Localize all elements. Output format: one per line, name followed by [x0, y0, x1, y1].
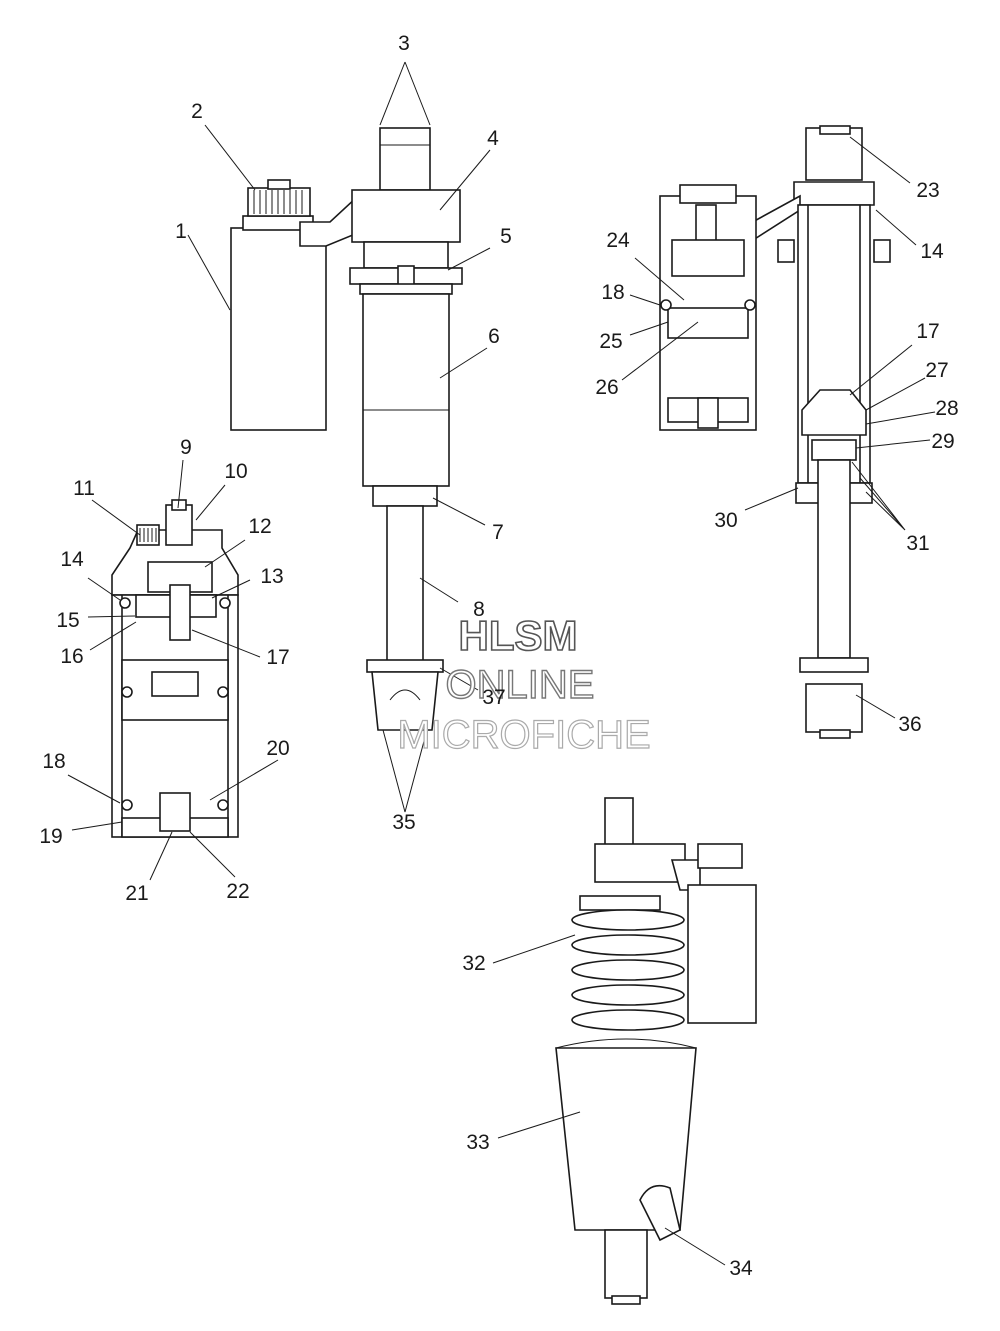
callout-13: 13: [260, 565, 283, 588]
shaft: [386, 505, 424, 663]
callout-18: 18: [42, 750, 65, 773]
body-head: [351, 189, 461, 243]
callout-8: 8: [473, 598, 485, 621]
reservoir-bottom: [687, 884, 757, 1024]
callout-37: 37: [482, 686, 505, 709]
watermark-line-3: MICROFICHE: [397, 713, 650, 757]
callout-28: 28: [935, 397, 958, 420]
callout-26: 26: [595, 376, 618, 399]
callout-2: 2: [191, 100, 203, 123]
coil-spring: [571, 909, 685, 1031]
shock-cross-section: [659, 125, 891, 739]
callout-22: 22: [226, 880, 249, 903]
leader-lines: [67, 61, 936, 1266]
callout-29: 29: [931, 430, 954, 453]
callout-10: 10: [224, 460, 247, 483]
callout-12: 12: [248, 515, 271, 538]
body-section: [797, 204, 871, 484]
callout-9: 9: [180, 436, 192, 459]
adjuster-knob: [247, 187, 311, 217]
valve-stem: [165, 504, 193, 546]
callout-4: 4: [487, 127, 499, 150]
callout-35: 35: [392, 811, 415, 834]
callout-3: 3: [398, 32, 410, 55]
callout-11: 11: [73, 477, 95, 500]
watermark: HLSM ONLINE MICROFICHE: [397, 611, 652, 757]
boot-cutaway: [639, 1184, 681, 1242]
top-eyelet-section: [805, 127, 863, 181]
callout-36: 36: [898, 713, 921, 736]
callout-25: 25: [599, 330, 622, 353]
callout-14: 14: [60, 548, 84, 571]
callout-15: 15: [56, 609, 79, 632]
callout-20: 20: [266, 737, 289, 760]
callout-18b: 18: [601, 281, 624, 304]
callout-14b: 14: [920, 240, 944, 263]
callout-5: 5: [500, 225, 512, 248]
shock-body: [362, 293, 450, 487]
preload-collar: [363, 241, 449, 269]
seal-nut: [372, 485, 438, 507]
callout-34: 34: [729, 1257, 753, 1280]
callout-33: 33: [466, 1131, 489, 1154]
top-eyelet: [379, 127, 431, 191]
callout-6: 6: [488, 325, 500, 348]
watermark-line-1: HLSM: [459, 612, 578, 659]
callout-27: 27: [925, 359, 948, 382]
shock-assembly-bottom: [555, 797, 757, 1305]
adjuster-knob-top: [267, 179, 291, 190]
callout-23: 23: [916, 179, 939, 202]
center-bolt: [169, 584, 191, 641]
bottom-eyelet-section: [805, 683, 863, 733]
callout-7: 7: [492, 521, 504, 544]
fill-valve: [159, 792, 191, 832]
callout-31: 31: [906, 532, 929, 555]
callout-32: 32: [462, 952, 485, 975]
callout-labels: 1 2 3 4 5 6 7 8 9 10 11 12 13 14 15 16 1…: [39, 32, 958, 1280]
reservoir-cross-section: [111, 499, 239, 838]
bottom-eyelet: [371, 671, 439, 731]
callout-17: 17: [266, 646, 289, 669]
callout-17b: 17: [916, 320, 939, 343]
callout-19: 19: [39, 825, 62, 848]
callout-21: 21: [125, 882, 148, 905]
watermark-line-2: ONLINE: [446, 663, 595, 707]
callout-1: 1: [175, 220, 187, 243]
reservoir-body: [230, 227, 327, 431]
callout-30: 30: [714, 509, 737, 532]
head-section: [793, 181, 875, 206]
bumper-plate: [366, 659, 444, 673]
boot: [555, 1047, 697, 1231]
shaft-section: [817, 459, 851, 659]
callout-24: 24: [606, 229, 630, 252]
callout-16: 16: [60, 645, 83, 668]
shock-assembly-upper: [230, 127, 463, 731]
